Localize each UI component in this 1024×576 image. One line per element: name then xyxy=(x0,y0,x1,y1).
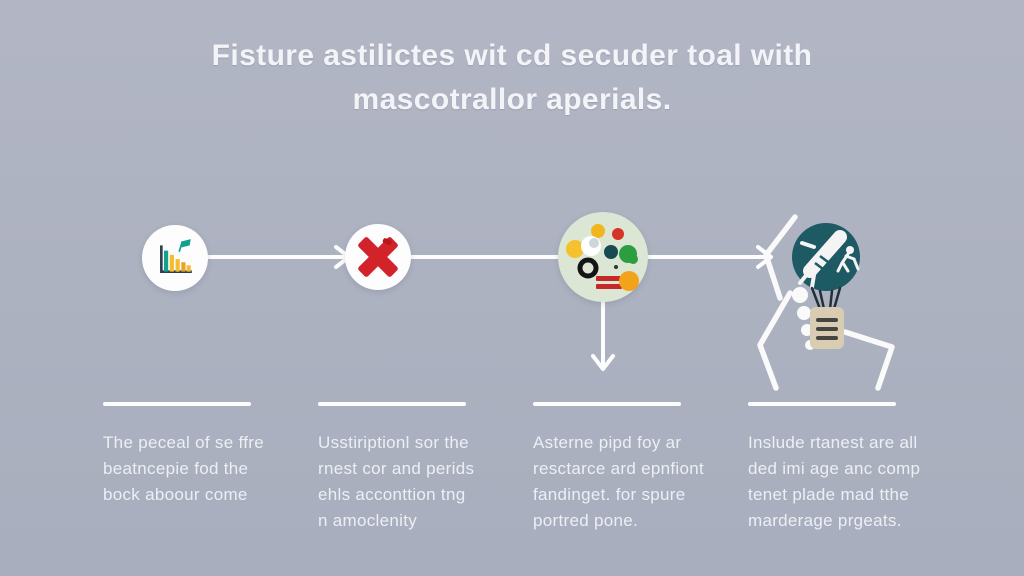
divider-line xyxy=(748,402,896,406)
arrow-right-icon xyxy=(207,245,351,269)
divider-line xyxy=(533,402,681,406)
caption-column-3: Asterne pipd foy ar resctarce ard epnfio… xyxy=(533,402,733,534)
flow-node-reject xyxy=(345,224,411,290)
caption-column-1: The peceal of se ffre beatncepie fod the… xyxy=(103,402,303,508)
flow-node-items xyxy=(558,212,648,302)
scattered-items-icon xyxy=(566,224,639,291)
caption-text: Asterne pipd foy ar resctarce ard epnfio… xyxy=(533,433,705,530)
x-mark-icon xyxy=(358,237,398,277)
arrow-down-icon xyxy=(591,298,615,371)
divider-line xyxy=(103,402,251,406)
caption-text: Inslude rtanest are all ded imi age anc … xyxy=(748,433,921,530)
balloon-figures xyxy=(798,230,860,289)
caption-row: The peceal of se ffre beatncepie fod the… xyxy=(0,402,1024,572)
divider-line xyxy=(318,402,466,406)
balloon-basket xyxy=(810,307,844,349)
bar-chart-icon xyxy=(160,239,192,273)
page-title: Fisture astilictes wit cd secuder toal w… xyxy=(211,39,813,116)
stick-limbs xyxy=(757,214,895,391)
flow-node-chart xyxy=(142,225,208,291)
caption-text: The peceal of se ffre beatncepie fod the… xyxy=(103,433,264,504)
caption-column-4: Inslude rtanest are all ded imi age anc … xyxy=(748,402,948,534)
flow-node-balloon xyxy=(750,195,920,405)
balloon-strings xyxy=(810,286,842,311)
hot-air-balloon-icon xyxy=(757,214,895,391)
caption-text: Usstiriptionl sor the rnest cor and peri… xyxy=(318,433,475,530)
caption-column-2: Usstiriptionl sor the rnest cor and peri… xyxy=(318,402,518,534)
